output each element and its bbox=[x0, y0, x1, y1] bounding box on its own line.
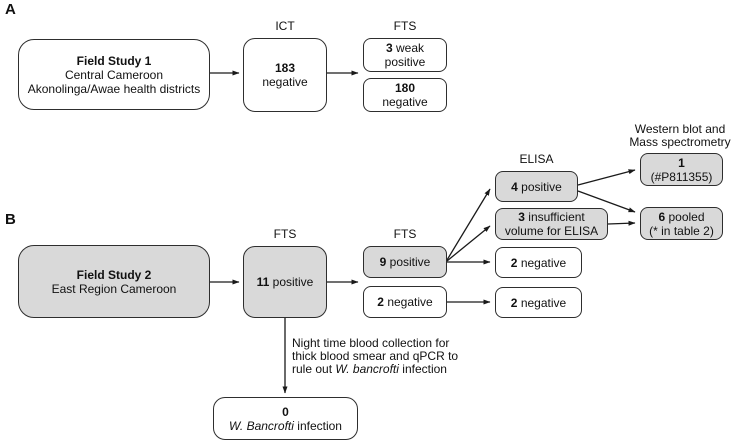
ict-negative-count: 183 bbox=[274, 61, 296, 75]
pooled-6-line1: 6 pooled bbox=[658, 210, 704, 224]
field-study-2-title: Field Study 2 bbox=[76, 267, 152, 282]
elisa-4-positive-box: 4 positive bbox=[495, 171, 578, 202]
field-study-2-box: Field Study 2 East Region Cameroon bbox=[18, 245, 210, 318]
fts-11-positive-count: 11 bbox=[256, 275, 270, 289]
fts-negative-box: 180 negative bbox=[363, 78, 447, 112]
confirmed-2-negative-box: 2 negative bbox=[495, 287, 582, 318]
western-1-id: (#P811355) bbox=[650, 169, 713, 184]
pooled-6-box: 6 pooled (* in table 2) bbox=[640, 207, 723, 240]
elisa-2-negative-count: 2 bbox=[510, 255, 518, 270]
pooled-6-text: pooled bbox=[665, 209, 705, 224]
fts-weak-positive-line2: positive bbox=[384, 55, 426, 69]
fts-weak-positive-text: weak bbox=[392, 41, 425, 55]
western-1-box: 1 (#P811355) bbox=[640, 153, 723, 186]
field-study-1-districts: Akonolinga/Awae health districts bbox=[27, 81, 201, 96]
fts-2-negative-text: negative bbox=[383, 295, 433, 309]
night-note-line3-post: infection bbox=[398, 362, 447, 376]
pooled-6-line2: (* in table 2) bbox=[649, 223, 714, 238]
elisa-2-negative-text: negative bbox=[517, 255, 567, 270]
panel-b-label: B bbox=[5, 211, 16, 228]
fts-weak-positive-box: 3 weak positive bbox=[363, 38, 447, 72]
fts-11-positive-text: positive bbox=[269, 275, 314, 289]
elisa-3-insufficient-box: 3 insufficient volume for ELISA bbox=[495, 208, 608, 240]
fts-weak-positive-line1: 3 weak bbox=[386, 41, 424, 55]
arrow-3insufficient-to-pooled bbox=[607, 220, 636, 226]
elisa-3-insufficient-text: insufficient bbox=[524, 210, 585, 224]
elisa-4-positive-count: 4 bbox=[511, 179, 518, 194]
elisa-4-positive-line: 4 positive bbox=[511, 180, 562, 194]
field-study-2-region: East Region Cameroon bbox=[51, 281, 177, 296]
zero-infection-species: W. Bancrofti bbox=[229, 418, 294, 433]
fts-2-negative-line: 2 negative bbox=[377, 295, 432, 309]
fts-9-positive-box: 9 positive bbox=[363, 246, 447, 278]
night-collection-note: Night time blood collection for thick bl… bbox=[292, 337, 458, 376]
fts-2-negative-box: 2 negative bbox=[363, 286, 447, 318]
ict-negative-label: negative bbox=[262, 75, 308, 89]
zero-infection-count: 0 bbox=[282, 404, 289, 419]
elisa-3-insufficient-line2: volume for ELISA bbox=[504, 224, 599, 238]
confirmed-2-negative-text: negative bbox=[517, 295, 567, 310]
fts-9-positive-line: 9 positive bbox=[380, 255, 431, 269]
confirmed-2-negative-count: 2 bbox=[510, 295, 518, 310]
field-study-1-title: Field Study 1 bbox=[76, 53, 152, 68]
fts-2-negative-count: 2 bbox=[377, 295, 384, 309]
arrow-9pos-to-3insufficient bbox=[446, 225, 491, 262]
ict-header: ICT bbox=[275, 19, 295, 33]
fts-9-positive-text: positive bbox=[386, 255, 431, 269]
western-blot-header: Western blot and Mass spectrometry bbox=[625, 123, 733, 149]
elisa-2-negative-box: 2 negative bbox=[495, 247, 582, 278]
fts-11-positive-box: 11 positive bbox=[243, 246, 327, 318]
panel-a-label: A bbox=[5, 1, 16, 18]
field-study-1-region: Central Cameroon bbox=[64, 67, 164, 82]
night-collection-note-line1: Night time blood collection for bbox=[292, 336, 450, 350]
fts-header-b1: FTS bbox=[273, 227, 297, 241]
field-study-1-box: Field Study 1 Central Cameroon Akonoling… bbox=[18, 39, 210, 110]
fts-negative-label: negative bbox=[382, 95, 428, 109]
night-note-species: W. bancrofti bbox=[335, 362, 399, 376]
zero-infection-box: 0 W. Bancrofti infection bbox=[213, 397, 358, 440]
fts-header-a: FTS bbox=[393, 19, 417, 33]
fts-weak-positive-count: 3 bbox=[385, 41, 393, 55]
arrow-4pos-to-western1 bbox=[577, 169, 636, 186]
elisa-header: ELISA bbox=[519, 152, 554, 166]
western-1-count: 1 bbox=[678, 155, 685, 170]
zero-infection-line2: W. Bancrofti infection bbox=[229, 419, 342, 433]
night-collection-note-line2: thick blood smear and qPCR to bbox=[292, 349, 459, 363]
western-blot-header-line2: Mass spectrometry bbox=[629, 135, 731, 149]
zero-infection-text: infection bbox=[293, 418, 342, 433]
ict-negative-box: 183 negative bbox=[243, 38, 327, 112]
western-blot-header-line1: Western blot and bbox=[634, 122, 726, 136]
fts-11-positive-line: 11 positive bbox=[257, 275, 314, 289]
elisa-3-insufficient-count: 3 bbox=[518, 210, 525, 224]
fts-header-b2: FTS bbox=[393, 227, 417, 241]
night-collection-note-line3: rule out W. bancrofti infection bbox=[292, 363, 458, 376]
arrow-9pos-to-4pos bbox=[446, 188, 491, 261]
pooled-6-count: 6 bbox=[658, 209, 666, 224]
elisa-3-insufficient-line1: 3 insufficient bbox=[518, 210, 585, 224]
elisa-4-positive-text: positive bbox=[517, 179, 562, 194]
fts-9-positive-count: 9 bbox=[379, 255, 387, 269]
fts-negative-count: 180 bbox=[394, 81, 416, 95]
night-note-line3-pre: rule out bbox=[292, 362, 336, 376]
elisa-2-negative-line: 2 negative bbox=[511, 256, 566, 270]
confirmed-2-negative-line: 2 negative bbox=[511, 296, 566, 310]
